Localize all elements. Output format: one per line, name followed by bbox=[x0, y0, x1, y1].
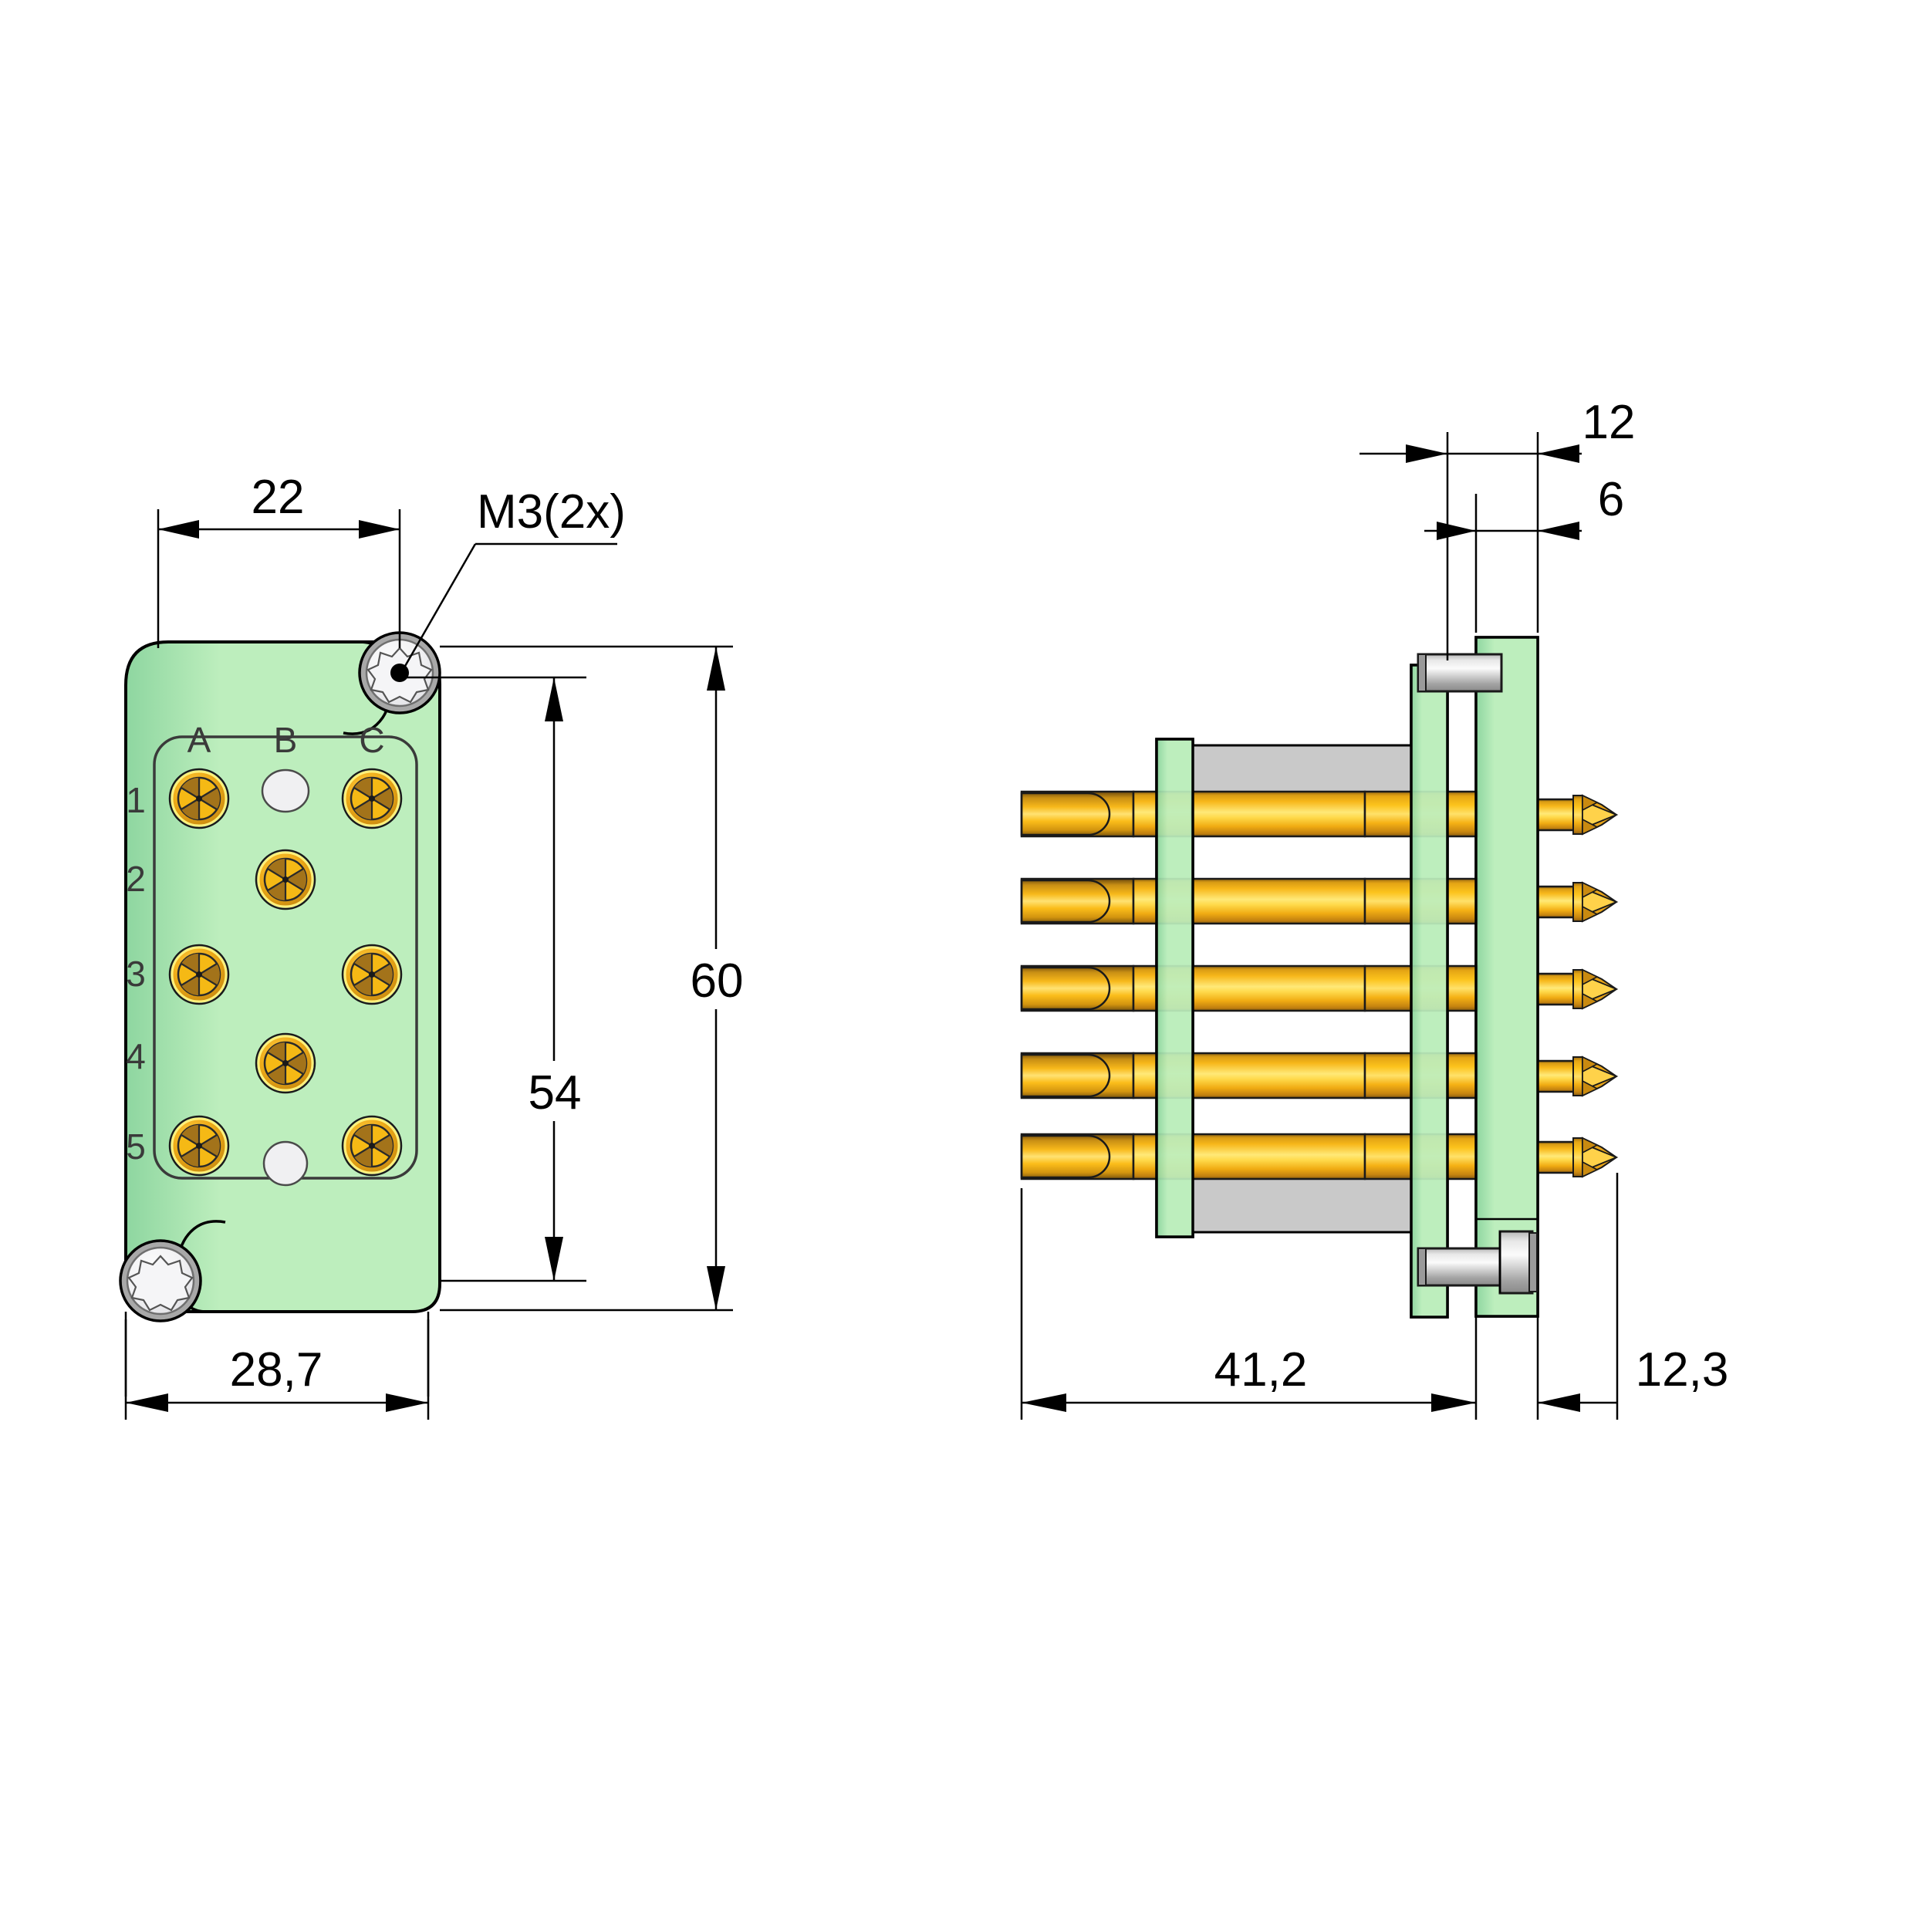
front-view: A B C 1 2 3 4 5 bbox=[119, 471, 745, 1420]
dim-60-label: 60 bbox=[691, 954, 744, 1008]
crown-tip-1 bbox=[1572, 794, 1619, 836]
column-label-b: B bbox=[274, 720, 298, 760]
thread-callout: M3(2x) bbox=[400, 485, 626, 674]
crown-tip-4 bbox=[1572, 1056, 1619, 1097]
crown-tip-3 bbox=[1572, 968, 1619, 1010]
contact-b4[interactable] bbox=[255, 1032, 316, 1094]
side-body-edges bbox=[1476, 1218, 1538, 1293]
dim-41-2: 41,2 bbox=[1022, 1343, 1476, 1412]
dim-12-3-label: 12,3 bbox=[1636, 1343, 1729, 1397]
row-label-5: 5 bbox=[126, 1126, 146, 1167]
dim-6: 6 bbox=[1424, 473, 1624, 540]
crown-tip-5 bbox=[1572, 1137, 1619, 1178]
screw-center-dot bbox=[390, 664, 409, 682]
row-label-4: 4 bbox=[126, 1036, 146, 1076]
contact-a1[interactable] bbox=[168, 768, 230, 829]
middle-plate-overlay bbox=[1410, 664, 1449, 1319]
dim-12-label: 12 bbox=[1582, 396, 1636, 449]
body-slab-bottom bbox=[1191, 1177, 1413, 1234]
dim-60: 60 bbox=[689, 647, 745, 1310]
thread-callout-label: M3(2x) bbox=[477, 485, 626, 539]
contact-c5[interactable] bbox=[341, 1115, 403, 1177]
dim-22-label: 22 bbox=[252, 471, 305, 524]
hole-b1 bbox=[261, 768, 310, 813]
dim-22: 22 bbox=[158, 471, 400, 539]
side-extension-lines bbox=[1020, 432, 1619, 1420]
dim-6-label: 6 bbox=[1598, 473, 1624, 526]
side-view: 12 6 41,2 12,3 bbox=[1020, 396, 1728, 1420]
dim-28-7-label: 28,7 bbox=[230, 1343, 323, 1397]
torx-screw-top[interactable] bbox=[358, 631, 441, 714]
guide-pin-bottom bbox=[1417, 1247, 1503, 1287]
row-label-1: 1 bbox=[126, 780, 146, 820]
front-ref-lines bbox=[401, 645, 733, 1312]
column-label-a: A bbox=[187, 720, 211, 760]
dim-28-7: 28,7 bbox=[126, 1343, 428, 1412]
rear-plate-overlay bbox=[1155, 738, 1194, 1238]
contact-b2[interactable] bbox=[255, 849, 316, 910]
hole-b5 bbox=[262, 1140, 309, 1187]
torx-screw-bottom[interactable] bbox=[119, 1239, 202, 1322]
side-pin-row-4 bbox=[1020, 1052, 1619, 1099]
crown-tip-2 bbox=[1572, 881, 1619, 923]
row-label-3: 3 bbox=[126, 954, 146, 994]
dim-54-label: 54 bbox=[529, 1066, 582, 1120]
contact-a3[interactable] bbox=[168, 944, 230, 1005]
contact-c3[interactable] bbox=[341, 944, 403, 1005]
contact-c1[interactable] bbox=[341, 768, 403, 829]
dim-41-2-label: 41,2 bbox=[1214, 1343, 1308, 1397]
torx-star-recess bbox=[127, 1255, 194, 1312]
row-label-2: 2 bbox=[126, 859, 146, 899]
dim-12: 12 bbox=[1359, 396, 1635, 463]
dim-12-3: 12,3 bbox=[1538, 1343, 1728, 1412]
dim-54: 54 bbox=[525, 677, 585, 1281]
column-label-c: C bbox=[359, 720, 384, 760]
guide-pin-top bbox=[1417, 653, 1503, 693]
face-plate-overlay bbox=[1474, 636, 1539, 1318]
body-slab-top bbox=[1191, 744, 1413, 801]
contact-a5[interactable] bbox=[168, 1115, 230, 1177]
screw-head-bottom-side bbox=[1498, 1230, 1538, 1295]
